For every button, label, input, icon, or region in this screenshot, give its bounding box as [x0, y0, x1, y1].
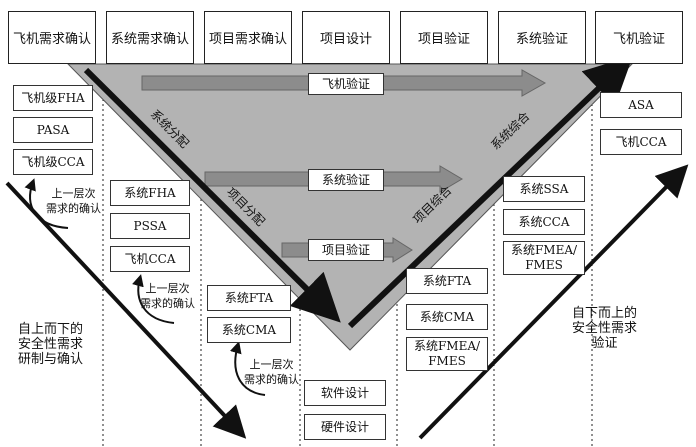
top-down-label: 自上而下的 安全性需求 研制与确认 — [18, 322, 84, 367]
asa-box: ASA — [600, 92, 682, 118]
feedback-label: 上一层次 需求的确认 — [244, 358, 299, 386]
pasa-box: PASA — [13, 117, 93, 143]
verify-item-fta-box: 系统FTA — [406, 268, 488, 294]
verify-system-fmea-box: 系统FMEA/ FMES — [503, 241, 585, 275]
bottom-up-label: 自下而上的 安全性需求 验证 — [572, 306, 638, 351]
header-system-verification: 系统验证 — [498, 11, 586, 64]
system-ssa-box: 系统SSA — [503, 176, 585, 202]
top-down-arrow — [5, 181, 247, 439]
header-item-verification: 项目验证 — [400, 11, 488, 64]
aircraft-verification-label: 飞机验证 — [308, 73, 384, 95]
feedback-label: 上一层次 需求的确认 — [46, 187, 101, 215]
aircraft-cca-box: 飞机级CCA — [13, 149, 93, 175]
integration-arrow — [347, 55, 634, 329]
header-system-req-validation: 系统需求确认 — [106, 11, 194, 64]
verify-item-fmea-box: 系统FMEA/ FMES — [406, 337, 488, 371]
system-verification-label: 系统验证 — [308, 169, 384, 191]
software-design-box: 软件设计 — [304, 380, 386, 406]
item-cma-box: 系统CMA — [207, 317, 291, 343]
system-cca-box: 飞机CCA — [110, 246, 190, 272]
header-aircraft-verification: 飞机验证 — [595, 11, 683, 64]
decomposition-arrow — [83, 67, 341, 323]
v-triangle — [66, 63, 634, 351]
feedback-arrow — [24, 178, 69, 229]
item-fta-box: 系统FTA — [207, 285, 291, 311]
verify-system-cca-box: 系统CCA — [503, 209, 585, 235]
header-item-req-validation: 项目需求确认 — [204, 11, 292, 64]
pssa-box: PSSA — [110, 213, 190, 239]
feedback-arrow — [132, 274, 175, 324]
feedback-label: 上一层次 需求的确认 — [140, 282, 195, 310]
header-item-design: 项目设计 — [302, 11, 390, 64]
verify-item-cma-box: 系统CMA — [406, 304, 488, 330]
header-aircraft-req-validation: 飞机需求确认 — [8, 11, 96, 64]
hardware-design-box: 硬件设计 — [304, 414, 386, 440]
verify-aircraft-cca-box: 飞机CCA — [600, 129, 682, 155]
bottom-up-arrow — [418, 164, 689, 440]
aircraft-fha-box: 飞机级FHA — [13, 85, 93, 111]
feedback-arrow — [229, 341, 266, 396]
system-fha-box: 系统FHA — [110, 180, 190, 206]
item-verification-label: 项目验证 — [308, 239, 384, 261]
